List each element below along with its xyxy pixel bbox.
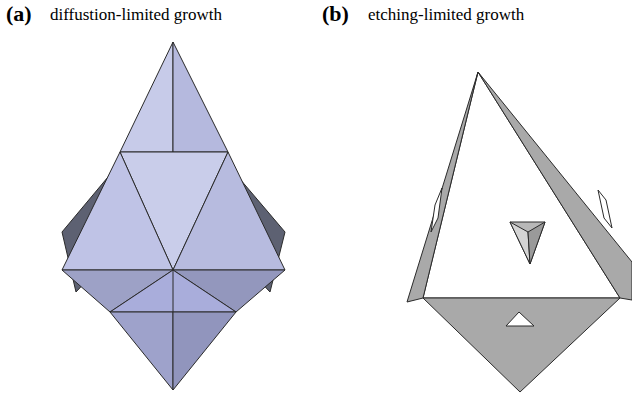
panel-caption: etching-limited growth <box>368 6 524 25</box>
panel-caption: diffustion-limited growth <box>50 6 222 25</box>
panel-letter: (b) <box>322 2 349 26</box>
octahedral-star-crystal <box>62 42 285 390</box>
hollow-octahedron <box>407 72 632 392</box>
panel-letter: (a) <box>6 2 32 26</box>
